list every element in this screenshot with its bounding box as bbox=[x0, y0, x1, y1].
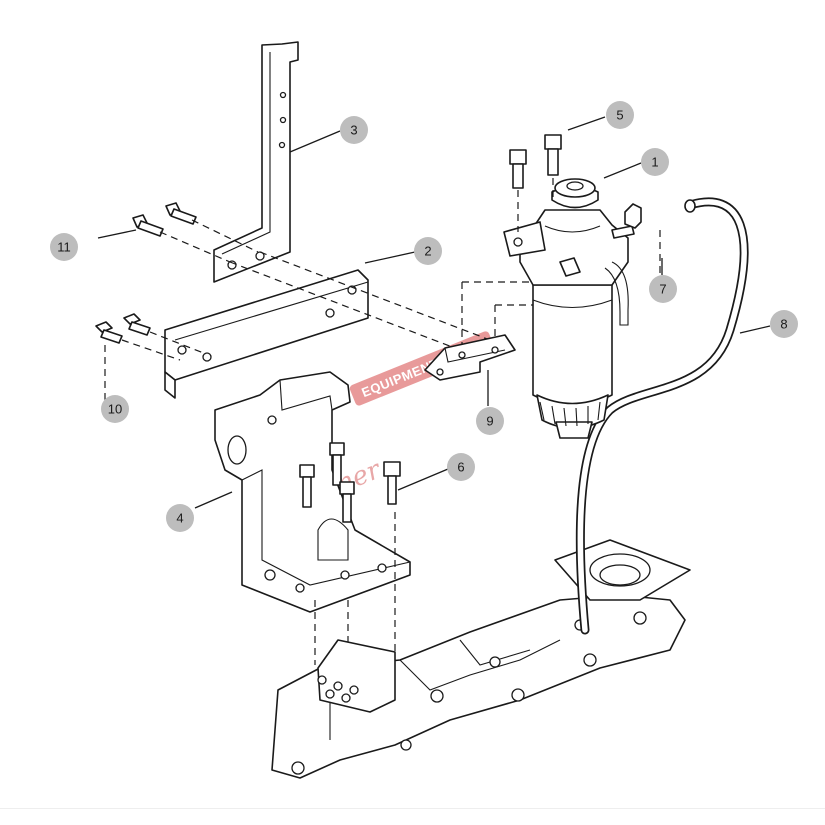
part-6-bolts bbox=[299, 442, 401, 523]
callout-5[interactable]: 5 bbox=[606, 101, 634, 129]
intake-manifold bbox=[271, 539, 691, 779]
callout-4[interactable]: 4 bbox=[166, 504, 194, 532]
bottom-divider bbox=[0, 808, 825, 809]
callout-5-label: 5 bbox=[616, 108, 623, 123]
part-2-channel-bracket bbox=[164, 269, 369, 399]
part-8-fuel-hose bbox=[575, 197, 749, 635]
callout-10-label: 10 bbox=[108, 402, 122, 417]
callout-11-label: 11 bbox=[57, 240, 71, 255]
callout-7[interactable]: 7 bbox=[649, 275, 677, 303]
callout-1[interactable]: 1 bbox=[641, 148, 669, 176]
part-11-bolts bbox=[132, 202, 259, 263]
part-5-bolts bbox=[509, 134, 562, 232]
callout-4-label: 4 bbox=[176, 511, 183, 526]
part-10-bolts bbox=[95, 313, 207, 402]
part-4-mount-bracket bbox=[214, 371, 411, 675]
callout-9-label: 9 bbox=[486, 414, 493, 429]
callout-2-label: 2 bbox=[424, 244, 431, 259]
part-9-clamp bbox=[424, 334, 516, 381]
callout-8[interactable]: 8 bbox=[770, 310, 798, 338]
assembly-line bbox=[259, 251, 491, 341]
assembly-line bbox=[461, 281, 530, 345]
callout-6[interactable]: 6 bbox=[447, 453, 475, 481]
leader-lines bbox=[97, 116, 771, 509]
callout-11[interactable]: 11 bbox=[50, 233, 78, 261]
callout-10[interactable]: 10 bbox=[101, 395, 129, 423]
callout-8-label: 8 bbox=[780, 317, 787, 332]
callout-9[interactable]: 9 bbox=[476, 407, 504, 435]
callout-2[interactable]: 2 bbox=[414, 237, 442, 265]
part-3-bracket bbox=[213, 41, 299, 283]
callout-3-label: 3 bbox=[350, 123, 357, 138]
part-7-hose-clip bbox=[624, 203, 661, 275]
callout-6-label: 6 bbox=[457, 460, 464, 475]
callout-1-label: 1 bbox=[651, 155, 658, 170]
callout-7-label: 7 bbox=[659, 282, 666, 297]
part-1-fuel-filter bbox=[503, 178, 635, 439]
callout-3[interactable]: 3 bbox=[340, 116, 368, 144]
assembly-line bbox=[229, 261, 461, 351]
